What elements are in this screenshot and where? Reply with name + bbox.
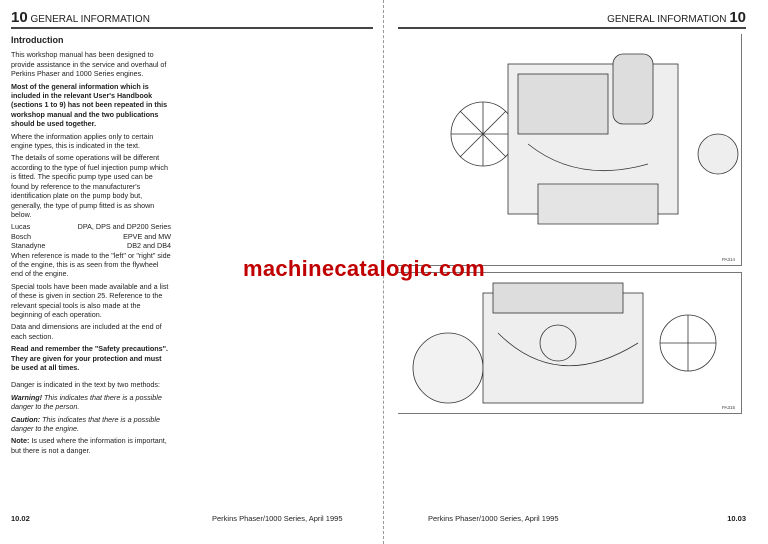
footer-text: Perkins Phaser/1000 Series, April 1995: [428, 514, 559, 523]
paragraph: The details of some operations will be d…: [11, 153, 169, 219]
section-number: 10: [729, 9, 746, 26]
page-spine: [383, 0, 384, 544]
figure-label: PA314: [721, 257, 735, 262]
engine-figure-2: PA315: [398, 272, 742, 414]
header-rule: [398, 27, 746, 29]
engine-figure-1: PA314: [398, 34, 742, 266]
pump-make: Stanadyne: [11, 241, 46, 251]
paragraph: Where the information applies only to ce…: [11, 131, 154, 151]
pump-row: Lucas DPA, DPS and DP200 Series: [11, 222, 171, 231]
section-title: GENERAL INFORMATION: [607, 14, 727, 25]
pump-table: Lucas DPA, DPS and DP200 Series Bosch EPVE…: [11, 222, 171, 250]
right-header: GENERAL INFORMATION 10: [607, 9, 746, 26]
paragraph: Danger is indicated in the text by two m…: [11, 380, 161, 390]
paragraph: Read and remember the "Safety precaution…: [11, 344, 169, 372]
pump-row: Stanadyne DB2 and DB4: [11, 241, 171, 250]
engine-illustration: [412, 282, 717, 404]
introduction-text: Introduction This workshop manual has be…: [11, 35, 171, 458]
pump-type: EPVE and MW: [123, 231, 171, 241]
left-header: 10 GENERAL INFORMATION: [11, 9, 150, 26]
paragraph: Data and dimensions are included at the …: [11, 322, 162, 341]
paragraph: Most of the general information which is…: [11, 81, 168, 129]
page-number: 10.03: [727, 514, 746, 523]
heading: Introduction: [11, 35, 64, 45]
warning-label: Warning!: [11, 392, 43, 402]
watermark: machinecatalogic.com: [243, 256, 485, 281]
paragraph: Special tools have been made available a…: [11, 281, 169, 319]
section-number: 10: [11, 9, 28, 26]
note-label: Note:: [11, 436, 30, 446]
header-rule: [11, 27, 373, 29]
pump-make: Bosch: [11, 231, 31, 241]
warning-text: This indicates that there is a possible …: [11, 392, 162, 412]
footer-text: Perkins Phaser/1000 Series, April 1995: [212, 514, 343, 523]
paragraph: When reference is made to the "left" or …: [11, 250, 171, 279]
engine-illustration: [450, 53, 739, 225]
figure-label: PA315: [721, 405, 735, 410]
caution-label: Caution:: [11, 414, 41, 424]
note-text: Is used where the information is importa…: [11, 436, 167, 455]
section-title: GENERAL INFORMATION: [30, 14, 150, 25]
pump-make: Lucas: [11, 222, 31, 232]
pump-type: DPA, DPS and DP200 Series: [77, 222, 171, 232]
caution-text: This indicates that there is a possible …: [11, 414, 161, 434]
pump-type: DB2 and DB4: [127, 241, 171, 251]
paragraph: This workshop manual has been designed t…: [11, 50, 167, 79]
pump-row: Bosch EPVE and MW: [11, 232, 171, 241]
page-number: 10.02: [11, 514, 30, 523]
